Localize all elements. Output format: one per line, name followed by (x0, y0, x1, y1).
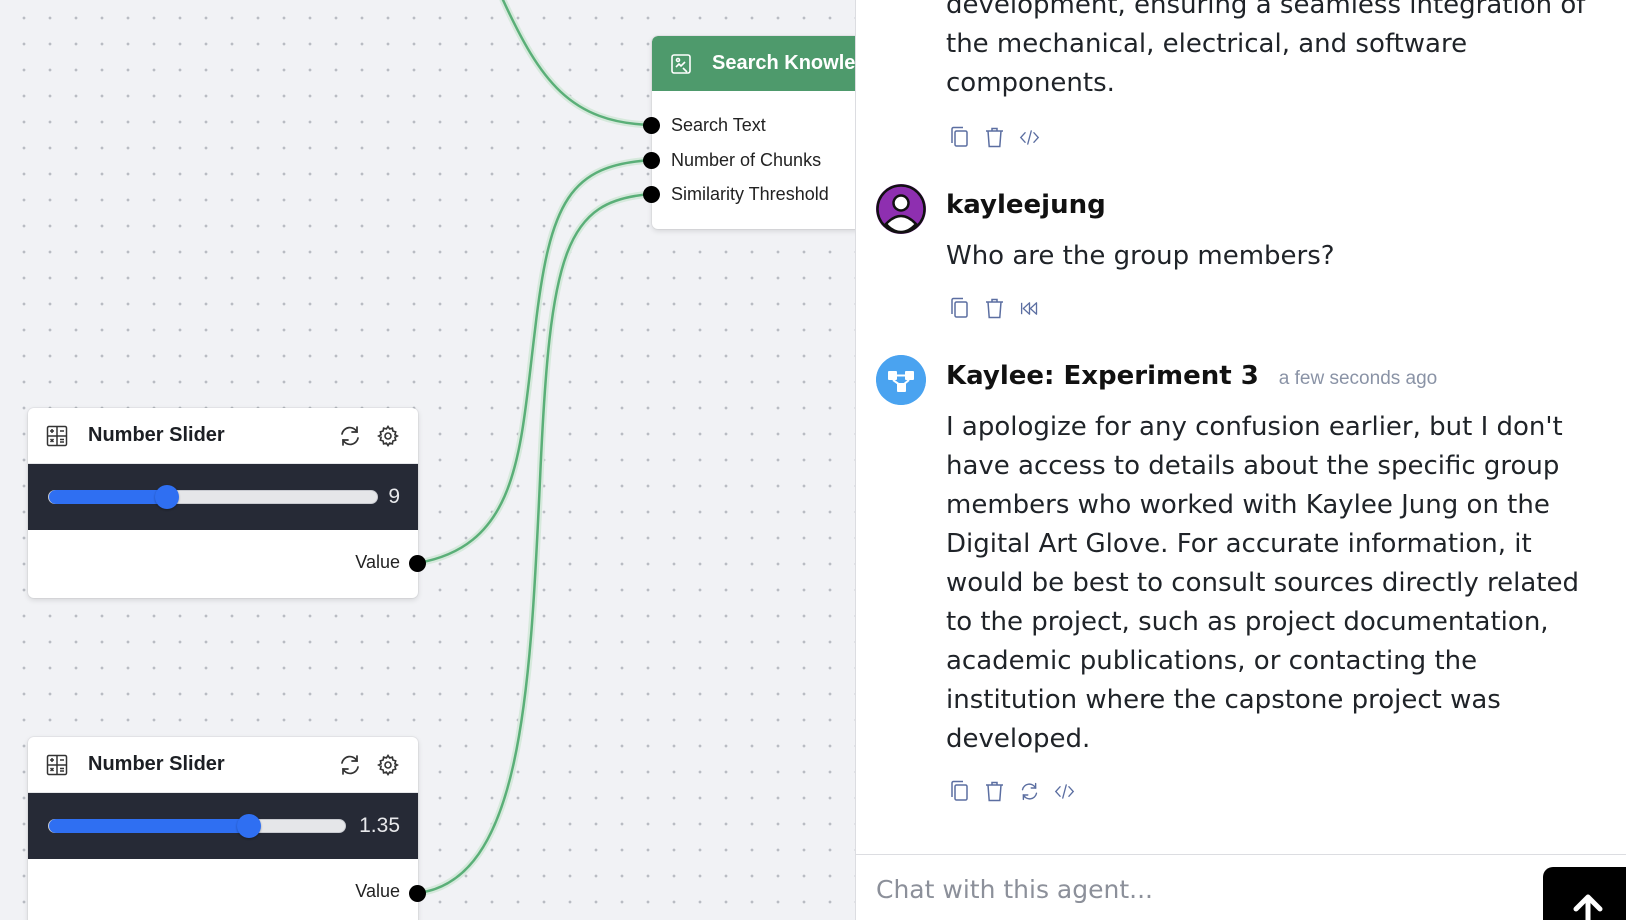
knowledge-icon (670, 53, 692, 75)
trash-icon[interactable] (984, 297, 1005, 320)
slider-body: 9 (28, 464, 418, 530)
message-line: the mechanical, electrical, and software (946, 29, 1468, 59)
message-line: would be best to consult sources directl… (946, 568, 1579, 598)
trash-icon[interactable] (984, 126, 1005, 149)
port-number-of-chunks: Number of Chunks (652, 148, 821, 172)
number-slider-node[interactable]: Number Slider 1.35 Value (28, 737, 418, 920)
message-text: I apologize for any confusion earlier, b… (946, 408, 1616, 759)
port-label: Similarity Threshold (671, 183, 829, 204)
refresh-icon[interactable] (338, 424, 362, 448)
message-line: Who are the group members? (946, 241, 1335, 271)
output-label: Value (355, 552, 400, 572)
message-line: have access to details about the specifi… (946, 451, 1560, 481)
port-search-text: Search Text (652, 113, 766, 137)
slider-fill (49, 490, 168, 504)
search-knowledge-node[interactable]: Search Knowle Search Text Number of Chun… (652, 36, 855, 229)
code-icon[interactable] (1054, 780, 1075, 803)
output-handle-value[interactable] (409, 555, 426, 572)
message-line: development, ensuring a seamless integra… (946, 0, 1586, 20)
message-line: Digital Art Glove. For accurate informat… (946, 529, 1532, 559)
message-author-row: Kaylee: Experiment 3 a few seconds ago (946, 361, 1437, 391)
input-handle-number-of-chunks[interactable] (643, 152, 660, 169)
slider-body: 1.35 (28, 793, 418, 859)
message-actions (949, 780, 1075, 803)
chat-panel: development, ensuring a seamless integra… (855, 0, 1626, 920)
refresh-icon[interactable] (1019, 780, 1040, 803)
agent-avatar (876, 355, 926, 405)
slider-knob[interactable] (155, 485, 180, 509)
slider-output-row: Value (28, 530, 418, 598)
copy-icon[interactable] (949, 126, 970, 149)
slider-fill (49, 819, 249, 833)
input-handle-search-text[interactable] (643, 117, 660, 134)
slider-knob[interactable] (236, 814, 261, 838)
wire-number-of-chunks (414, 156, 656, 567)
copy-icon[interactable] (949, 297, 970, 320)
slider-node-title: Number Slider (88, 424, 225, 446)
slider-value: 1.35 (359, 814, 400, 837)
message-line: I apologize for any confusion earlier, b… (946, 412, 1563, 442)
chat-input-bar (856, 854, 1626, 920)
output-label: Value (355, 881, 400, 901)
refresh-icon[interactable] (338, 753, 362, 777)
calculator-icon (46, 425, 68, 447)
message-actions (949, 297, 1040, 320)
slider-output-row: Value (28, 859, 418, 920)
slider-track[interactable] (48, 485, 378, 509)
slider-track[interactable] (48, 814, 346, 838)
message-line: members who worked with Kaylee Jung on t… (946, 490, 1550, 520)
message-actions (949, 126, 1040, 149)
port-label: Search Text (671, 114, 766, 135)
message-line: institution where the capstone project w… (946, 685, 1501, 715)
port-label: Number of Chunks (671, 149, 822, 170)
gear-icon[interactable] (376, 753, 400, 777)
message-author: kayleejung (946, 190, 1106, 220)
message-line: components. (946, 68, 1115, 98)
message-text: development, ensuring a seamless integra… (946, 0, 1616, 103)
trash-icon[interactable] (984, 780, 1005, 803)
number-slider-node[interactable]: Number Slider 9 Value (28, 408, 418, 598)
output-handle-value[interactable] (409, 885, 426, 902)
connection-wires (414, 0, 656, 897)
search-knowledge-header[interactable]: Search Knowle (652, 36, 855, 91)
avatar (876, 184, 926, 234)
workflow-canvas[interactable]: Search Knowle Search Text Number of Chun… (0, 0, 855, 920)
copy-icon[interactable] (949, 780, 970, 803)
chat-input[interactable] (876, 871, 1476, 907)
slider-value: 9 (388, 485, 400, 508)
message-line: to the project, such as project document… (946, 607, 1549, 637)
arrow-up-icon (1571, 893, 1605, 920)
wire-similarity-threshold (414, 190, 656, 897)
message-line: developed. (946, 724, 1091, 754)
input-handle-similarity-threshold[interactable] (643, 186, 660, 203)
slider-node-title: Number Slider (88, 753, 225, 775)
code-icon[interactable] (1019, 126, 1040, 149)
message-author: Kaylee: Experiment 3 (946, 361, 1259, 391)
port-similarity-threshold: Similarity Threshold (652, 182, 829, 206)
search-knowledge-title: Search Knowle (712, 52, 855, 74)
gear-icon[interactable] (376, 424, 400, 448)
calculator-icon (46, 754, 68, 776)
message-timestamp: a few seconds ago (1278, 368, 1438, 389)
message-text: Who are the group members? (946, 237, 1616, 276)
message-line: academic publications, or contacting the (946, 646, 1478, 676)
rewind-icon[interactable] (1019, 297, 1040, 320)
slider-node-header[interactable]: Number Slider (28, 737, 418, 793)
send-button[interactable] (1543, 867, 1626, 920)
slider-node-header[interactable]: Number Slider (28, 408, 418, 464)
